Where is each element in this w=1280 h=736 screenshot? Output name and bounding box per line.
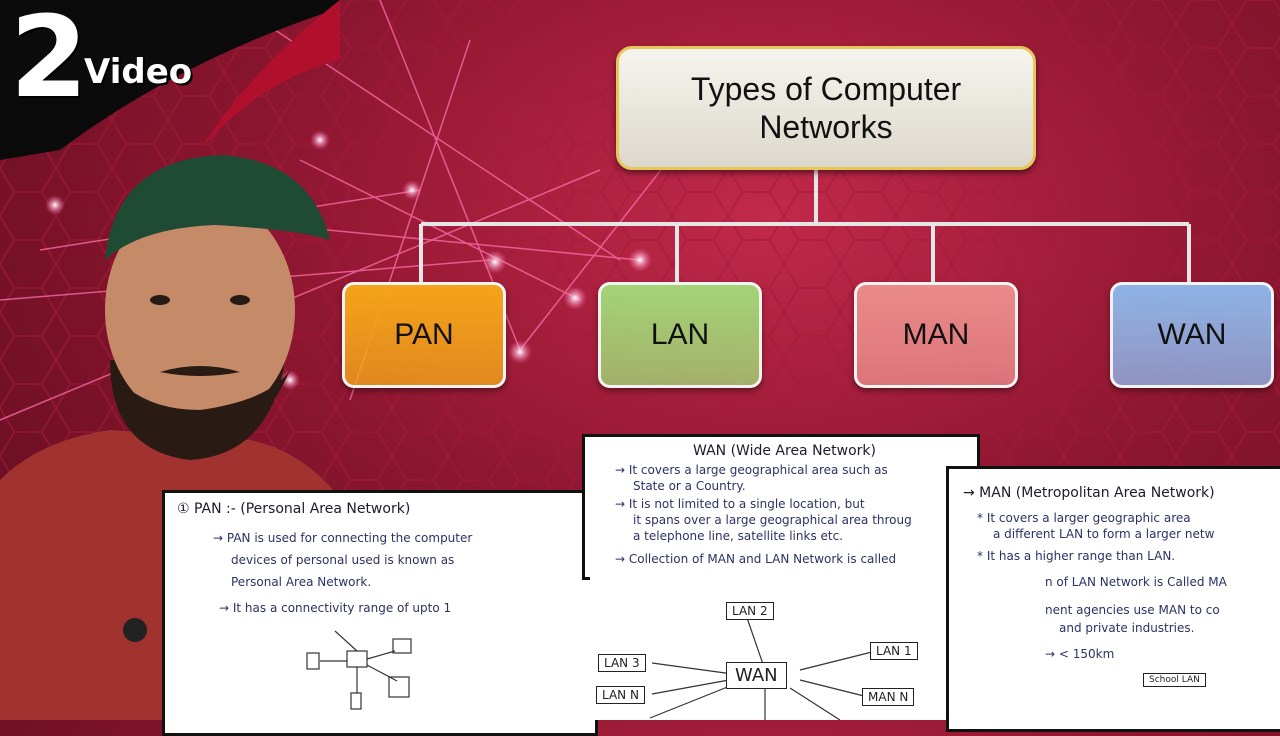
- video-number-badge: 2 Video: [0, 0, 340, 170]
- wan-line-5: a telephone line, satellite links etc.: [633, 529, 844, 543]
- wan-diagram-lines: [649, 611, 873, 720]
- video-label: Video: [84, 52, 193, 92]
- wan-line-2: State or a Country.: [633, 479, 746, 493]
- node-pan: PAN: [342, 282, 506, 388]
- diagram-title: Types of Computer Networks: [616, 46, 1036, 170]
- man-line-2: a different LAN to form a larger netw: [993, 527, 1215, 541]
- pan-line-2: devices of personal used is known as: [231, 553, 455, 567]
- school-lan-box: School LAN: [1143, 673, 1206, 687]
- lan2-box: LAN 2: [726, 602, 774, 620]
- video-number: 2: [10, 0, 88, 123]
- wan-center-box: WAN: [726, 662, 787, 689]
- lan1-box: LAN 1: [870, 642, 918, 660]
- man-line-6: and private industries.: [1059, 621, 1195, 635]
- man-line-4: n of LAN Network is Called MA: [1045, 575, 1227, 589]
- wan-notes: WAN (Wide Area Network) → It covers a la…: [582, 434, 980, 580]
- man-line-5: nent agencies use MAN to co: [1045, 603, 1220, 617]
- lann-box: LAN N: [596, 686, 645, 704]
- pan-line-3: Personal Area Network.: [231, 575, 372, 589]
- man-line-1: * It covers a larger geographic area: [977, 511, 1191, 525]
- wan-heading: WAN (Wide Area Network): [693, 443, 876, 459]
- node-man: MAN: [854, 282, 1018, 388]
- pan-sketch: [306, 630, 412, 710]
- badge-curl-shape: [0, 0, 340, 160]
- man-line-3: * It has a higher range than LAN.: [977, 549, 1176, 563]
- node-wan: WAN: [1110, 282, 1274, 388]
- wan-line-1: → It covers a large geographical area su…: [615, 463, 888, 477]
- lan3-box: LAN 3: [598, 654, 646, 672]
- pan-line-1: → PAN is used for connecting the compute…: [213, 531, 473, 545]
- man-line-7: → < 150km: [1045, 647, 1115, 661]
- man-heading: → MAN (Metropolitan Area Network): [963, 485, 1215, 501]
- man-notes: → MAN (Metropolitan Area Network) * It c…: [946, 466, 1280, 732]
- pan-notes: ① PAN :- (Personal Area Network) → PAN i…: [162, 490, 598, 736]
- wan-line-6: → Collection of MAN and LAN Network is c…: [615, 552, 897, 566]
- wan-line-3: → It is not limited to a single location…: [615, 497, 865, 511]
- mann-box: MAN N: [862, 688, 915, 706]
- pan-line-4: → It has a connectivity range of upto 1: [219, 601, 452, 615]
- pan-heading: ① PAN :- (Personal Area Network): [177, 501, 411, 517]
- title-line-1: Types of Computer: [690, 70, 962, 107]
- wan-line-4: it spans over a large geographical area …: [633, 513, 912, 527]
- title-line-2: Networks: [759, 109, 893, 145]
- node-lan: LAN: [598, 282, 762, 388]
- wan-diagram: LAN 2 LAN 3 LAN N WAN LAN 1 MAN N: [590, 570, 970, 720]
